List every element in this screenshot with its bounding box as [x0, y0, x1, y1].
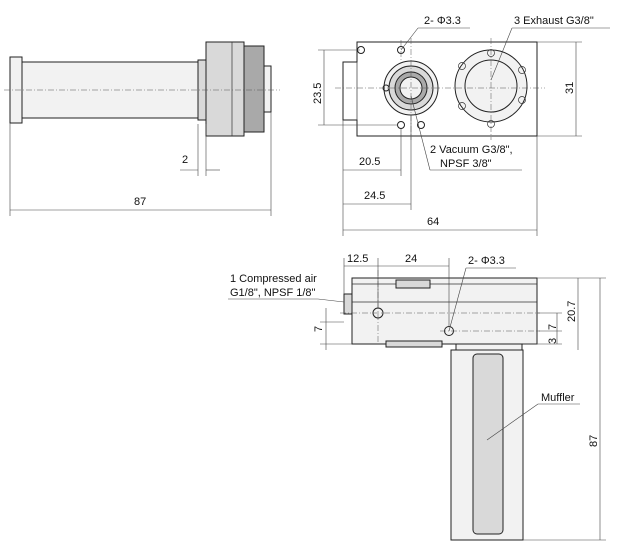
label-air-2: G1/8", NPSF 1/8" [230, 287, 316, 299]
dim-bottom-3: 3 [547, 338, 559, 344]
side-view: 2 87 [4, 41, 280, 216]
dim-bottom-87: 87 [588, 435, 600, 447]
dim-front-height-right: 31 [564, 82, 576, 94]
front-view: 2- Φ3.3 3 Exhaust G3/8" 2 Vacuum G3/8", … [312, 15, 610, 236]
dim-bottom-24: 24 [405, 253, 417, 265]
ejector-block [205, 41, 245, 137]
dim-front-24: 24.5 [364, 190, 385, 202]
dim-front-20: 20.5 [359, 156, 380, 168]
dim-bottom-7-left: 7 [313, 326, 325, 332]
label-muffler: Muffler [541, 392, 575, 404]
dim-bottom-7-right: 7 [547, 324, 559, 330]
dim-front-64: 64 [427, 216, 439, 228]
label-holes-bottom: 2- Φ3.3 [468, 255, 505, 267]
port-block [243, 45, 265, 133]
dim-side-flange: 2 [182, 154, 188, 166]
label-vacuum-2: NPSF 3/8" [440, 158, 492, 170]
label-holes-top: 2- Φ3.3 [424, 15, 461, 27]
dim-bottom-12: 12.5 [347, 253, 368, 265]
label-air-1: 1 Compressed air [230, 273, 317, 285]
label-vacuum-1: 2 Vacuum G3/8", [430, 144, 513, 156]
label-exhaust: 3 Exhaust G3/8" [514, 15, 594, 27]
muffler-slot [472, 353, 504, 535]
bottom-view: Muffler 1 Compressed air G1/8", NPSF 1/8… [228, 253, 606, 541]
dim-side-length: 87 [134, 196, 146, 208]
dim-front-height-left: 23.5 [312, 83, 324, 104]
mount-hole-bottom [397, 121, 405, 129]
port-boss [263, 65, 272, 113]
bottom-block [351, 277, 538, 345]
dim-bottom-20: 20.7 [566, 301, 578, 322]
